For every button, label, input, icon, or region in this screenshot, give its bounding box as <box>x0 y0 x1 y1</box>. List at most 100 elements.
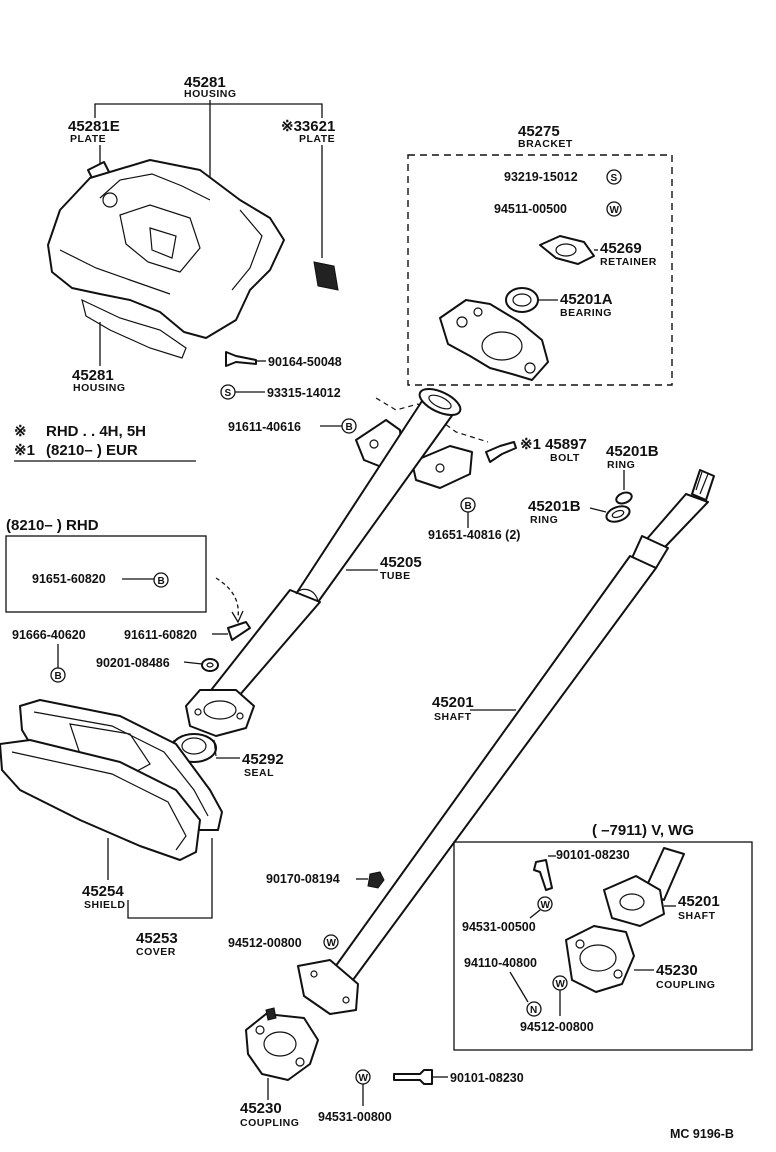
bearing-name: BEARING <box>560 307 612 319</box>
bracket-group: 45275 BRACKET 93219-15012 S 94511-00500 … <box>407 123 673 386</box>
retainer-part <box>539 235 595 265</box>
housing-upper-body <box>47 159 285 339</box>
tube-group: 91611-40616 B 45205 TUBE ※1 45897 BOLT B <box>185 388 587 737</box>
bracket-bore <box>481 331 523 361</box>
plate-33621-number: ※33621 <box>281 118 335 135</box>
tube-name: TUBE <box>380 570 411 582</box>
bolt-91611-40616-number: 91611-40616 <box>228 420 301 434</box>
inset-coupling-hole-1 <box>575 939 585 949</box>
tube-side-bracket-hole <box>435 463 445 473</box>
tube-upper-plate-hole <box>369 439 379 449</box>
rings-group: 45201B RING 45201B RING <box>528 443 659 526</box>
shield-part <box>0 739 201 861</box>
symbol-w-text-4: W <box>541 900 551 911</box>
flange-hole-2 <box>236 712 244 720</box>
washer-94511-number: 94511-00500 <box>494 202 567 216</box>
washer-90201-hole <box>206 662 214 668</box>
rhd-arrow-curve <box>215 577 239 619</box>
inset-shaft-yoke <box>603 875 665 927</box>
flange-hole-1 <box>194 708 202 716</box>
bolt-90101-main-part <box>393 1069 433 1085</box>
ring-upper-part <box>615 491 633 505</box>
screw-90164-part <box>225 351 257 367</box>
inset-title: ( –7911) V, WG <box>592 822 694 839</box>
housing-bottom-number: 45281 <box>72 367 114 384</box>
housing-top-name: HOUSING <box>184 88 237 100</box>
washer-94512-main-number: 94512-00800 <box>228 936 302 950</box>
shield-cover-group: 45254 SHIELD 45253 COVER <box>0 699 223 958</box>
housing-upper-flange <box>231 209 263 291</box>
inset-frame <box>453 841 753 1051</box>
symbol-w-text-5: W <box>556 979 566 990</box>
shaft-upper-section <box>645 493 709 549</box>
shaft-name: SHAFT <box>434 711 472 723</box>
symbol-n-text: N <box>530 1005 537 1016</box>
inset-nut-94110-number: 94110-40800 <box>464 956 537 970</box>
cover-name: COVER <box>136 946 176 958</box>
bolt-93219-number: 93219-15012 <box>504 170 578 184</box>
coupling-main-stud <box>265 1007 277 1021</box>
plate-33621-part <box>313 261 339 291</box>
bracket-number: 45275 <box>518 123 560 140</box>
symbol-s-bolt-93219 <box>606 169 622 185</box>
shaft-spline-lines <box>695 471 709 495</box>
inset-nut-94110-leader <box>509 971 529 1003</box>
coupling-main-hole-1 <box>255 1025 265 1035</box>
inset-bolt-number: 90101-08230 <box>556 848 630 862</box>
rhd-arrow-head <box>231 610 244 624</box>
shaft-number: 45201 <box>432 694 474 711</box>
bolt-91666-number: 91666-40620 <box>12 628 86 642</box>
bolt-91651-40816-number: 91651-40816 (2) <box>428 528 520 542</box>
diagram-code: MC 9196-B <box>670 1127 734 1141</box>
housing-top-number: 45281 <box>184 74 226 91</box>
housing-bottom-name: HOUSING <box>73 382 126 394</box>
inset-coupling-name: COUPLING <box>656 979 715 991</box>
coupling-main-name: COUPLING <box>240 1117 299 1129</box>
screw-90164-number: 90164-50048 <box>268 355 342 369</box>
bracket-dashed-box <box>407 154 673 386</box>
bolt-45897-name: BOLT <box>550 452 580 464</box>
tube-bottom-flange <box>185 689 255 737</box>
bolt-45897-part <box>485 441 517 463</box>
ring-upper-name: RING <box>607 459 635 471</box>
note2-text: (8210– ) EUR <box>46 442 138 459</box>
ring-lower-number: 45201B <box>528 498 581 515</box>
shield-name: SHIELD <box>84 899 126 911</box>
bolt-91651-60820-number: 91651-60820 <box>32 572 106 586</box>
ring-lower-leader <box>589 507 607 513</box>
housing-group: 45281 HOUSING 45281E PLATE ※33621 PLATE … <box>47 74 342 400</box>
tube-joint <box>295 588 319 603</box>
washer-90201-leader <box>183 661 203 665</box>
symbol-w-text-2: W <box>327 938 337 949</box>
ring-lower-name: RING <box>530 514 558 526</box>
symbol-w-text: W <box>610 205 620 216</box>
tube-bracket-dashed-link <box>375 397 489 443</box>
bracket-name: BRACKET <box>518 138 573 150</box>
coupling-main-hole-2 <box>295 1057 305 1067</box>
retainer-hole <box>555 243 577 257</box>
bolt-91611-60820-part <box>227 621 251 641</box>
screw-93315-number: 93315-14012 <box>267 386 341 400</box>
inset-coupling-number: 45230 <box>656 962 698 979</box>
plate-e-name: PLATE <box>70 133 106 145</box>
inset-coupling-hole-2 <box>613 969 623 979</box>
bearing-number: 45201A <box>560 291 613 308</box>
housing-bracket-line <box>94 103 323 118</box>
coupling-main-group: 45230 COUPLING W 94531-00800 90101-08230 <box>240 1007 524 1129</box>
tube-bottom-bore <box>203 700 237 720</box>
note2-symbol: ※1 <box>14 442 35 459</box>
housing-upper-window <box>119 204 201 273</box>
inset-coupling-part <box>565 925 635 993</box>
shield-number: 45254 <box>82 883 124 900</box>
housing-upper-edge <box>59 249 171 295</box>
inset-washer-94531-leader <box>529 909 541 919</box>
retainer-name: RETAINER <box>600 256 657 268</box>
rhd-box-group: (8210– ) RHD 91651-60820 B <box>5 517 244 624</box>
rhd-box-frame <box>5 535 207 613</box>
symbol-s-text: S <box>225 388 232 399</box>
inset-shaft-bore <box>619 893 645 911</box>
cover-number: 45253 <box>136 930 178 947</box>
notes-legend: ※ RHD . . 4H, 5H ※1 (8210– ) EUR <box>14 423 196 462</box>
shaft-group: 45201 SHAFT 90170-08194 94512-00800 W <box>228 469 715 1015</box>
